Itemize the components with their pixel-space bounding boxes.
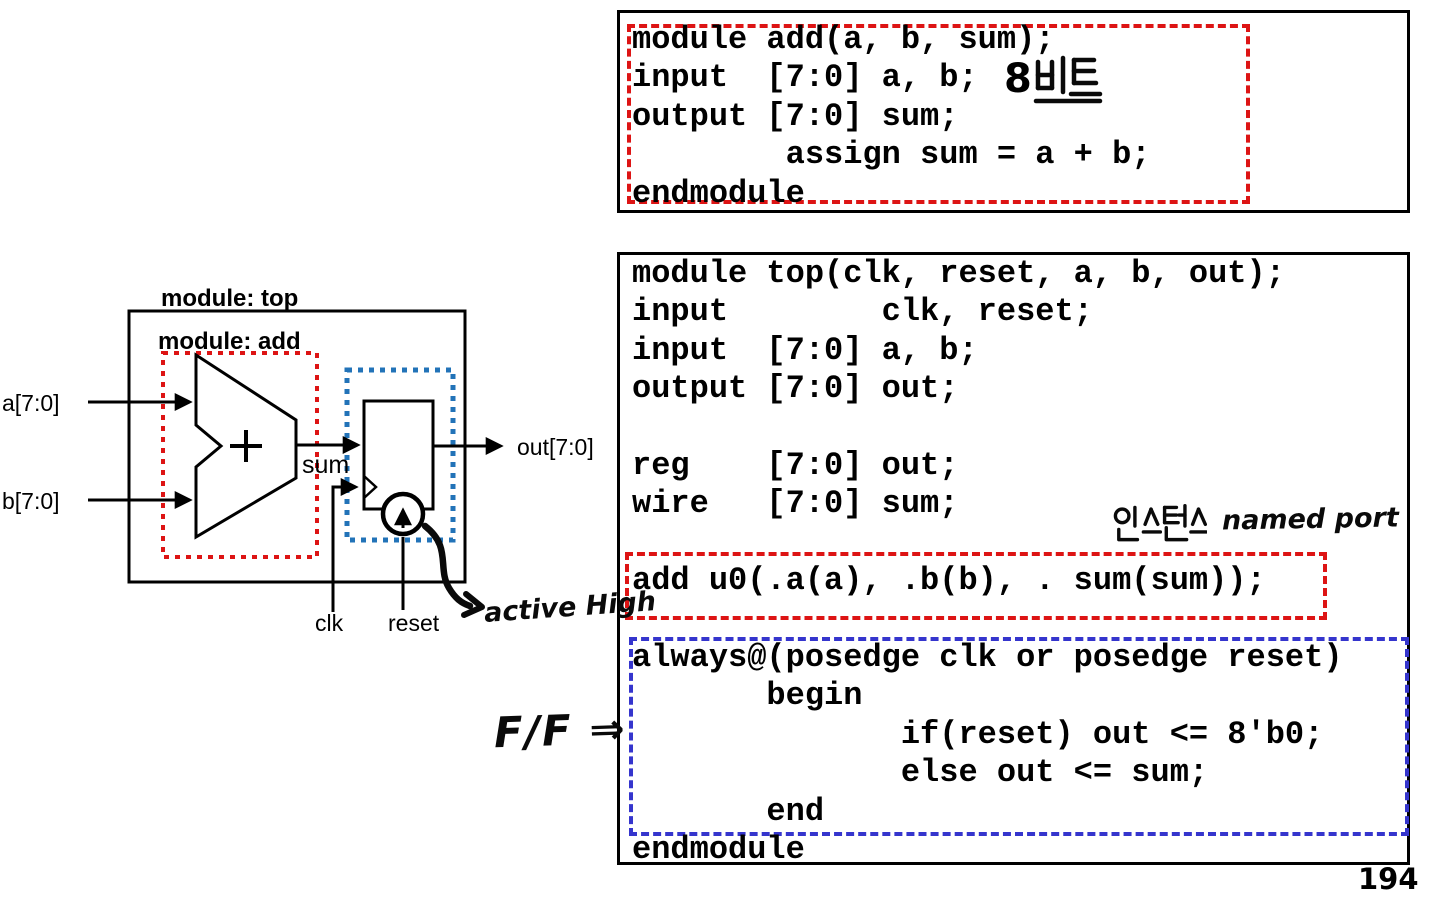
module-add-title: module: add: [158, 328, 301, 355]
handwriting-8bit-annotation: 8: [1004, 55, 1103, 104]
handwriting-flipflop-note: F/F ⇒: [493, 703, 628, 758]
code-text-module-add: module add(a, b, sum); input [7:0] a, b;…: [632, 21, 1151, 212]
blue-dashed-ff-boundary: [344, 367, 456, 543]
block-diagram: module: top module: add a[7:0] b[7:0] su…: [2, 285, 594, 636]
module-top-title: module: top: [161, 285, 298, 312]
handwritten-arrow-to-active-high: [421, 522, 485, 618]
clk-label: clk: [315, 610, 344, 636]
output-label: out[7:0]: [517, 434, 594, 460]
handwriting-named-port: named port: [1221, 502, 1399, 537]
adder-symbol: [194, 352, 298, 540]
hangul-instance-strokes: [1113, 503, 1207, 542]
sum-label: sum: [302, 451, 349, 479]
code-box-module-add: module add(a, b, sum); input [7:0] a, b;…: [617, 10, 1410, 213]
code-text-module-top: module top(clk, reset, a, b, out); input…: [632, 255, 1343, 869]
red-dashed-add-boundary: [161, 351, 319, 559]
clk-wire: [331, 478, 359, 612]
reset-label: reset: [388, 610, 440, 636]
handwriting-digit-8: 8: [1004, 56, 1032, 102]
page-number: 194: [1358, 862, 1419, 896]
plus-icon: [230, 430, 262, 462]
hangul-bit-strokes: [1033, 55, 1103, 104]
handwriting-instance-korean: [1113, 503, 1207, 542]
input-a-label: a[7:0]: [2, 390, 60, 416]
code-box-module-top: module top(clk, reset, a, b, out); input…: [617, 252, 1410, 868]
clock-triangle-icon: [363, 475, 378, 499]
input-b-label: b[7:0]: [2, 488, 60, 514]
